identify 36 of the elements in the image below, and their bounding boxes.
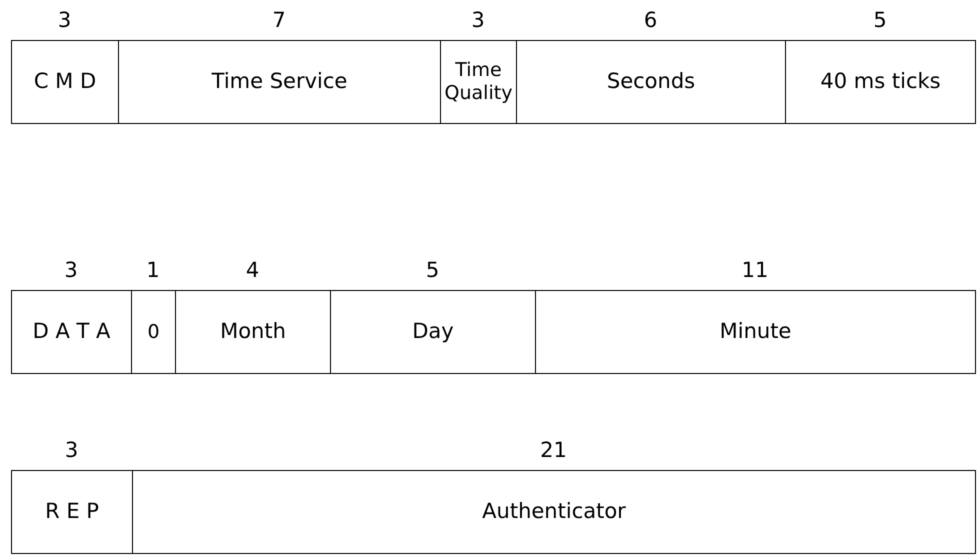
bit-width-label: 3 <box>64 258 78 282</box>
field-label: Time Service <box>210 69 348 95</box>
field-label: Authenticator <box>481 499 627 525</box>
field-label: Seconds <box>606 69 696 95</box>
bit-width-label: 3 <box>471 8 485 32</box>
bit-field-box <box>535 290 976 374</box>
bit-field-box <box>11 40 119 124</box>
bit-field-box <box>131 290 176 374</box>
bit-field-box <box>132 470 976 554</box>
bit-width-label: 6 <box>644 8 658 32</box>
bit-field-box <box>11 290 132 374</box>
bit-width-label: 4 <box>246 258 260 282</box>
field-label: Day <box>411 319 455 345</box>
field-label: D A T A <box>32 319 112 345</box>
bit-field-box <box>175 290 331 374</box>
bit-width-label: 3 <box>64 438 78 462</box>
bit-width-label: 5 <box>873 8 887 32</box>
bit-width-label: 11 <box>742 258 768 282</box>
bit-width-label: 21 <box>540 438 567 462</box>
bit-width-label: 1 <box>146 258 160 282</box>
bit-field-box <box>330 290 536 374</box>
bit-field-box <box>516 40 786 124</box>
bit-width-label: 3 <box>58 8 72 32</box>
field-label: Month <box>219 319 287 345</box>
field-label: R E P <box>44 499 100 525</box>
bit-field-box <box>785 40 976 124</box>
field-label: Minute <box>718 319 792 345</box>
field-label: C M D <box>32 69 98 95</box>
field-label: Time Quality <box>444 59 514 105</box>
bit-field-box <box>11 470 133 554</box>
bit-field-box <box>440 40 517 124</box>
bit-width-label: 7 <box>272 8 286 32</box>
field-label: 0 <box>146 320 161 344</box>
bit-width-label: 5 <box>426 258 440 282</box>
field-label: 40 ms ticks <box>819 69 942 95</box>
bit-field-box <box>118 40 441 124</box>
